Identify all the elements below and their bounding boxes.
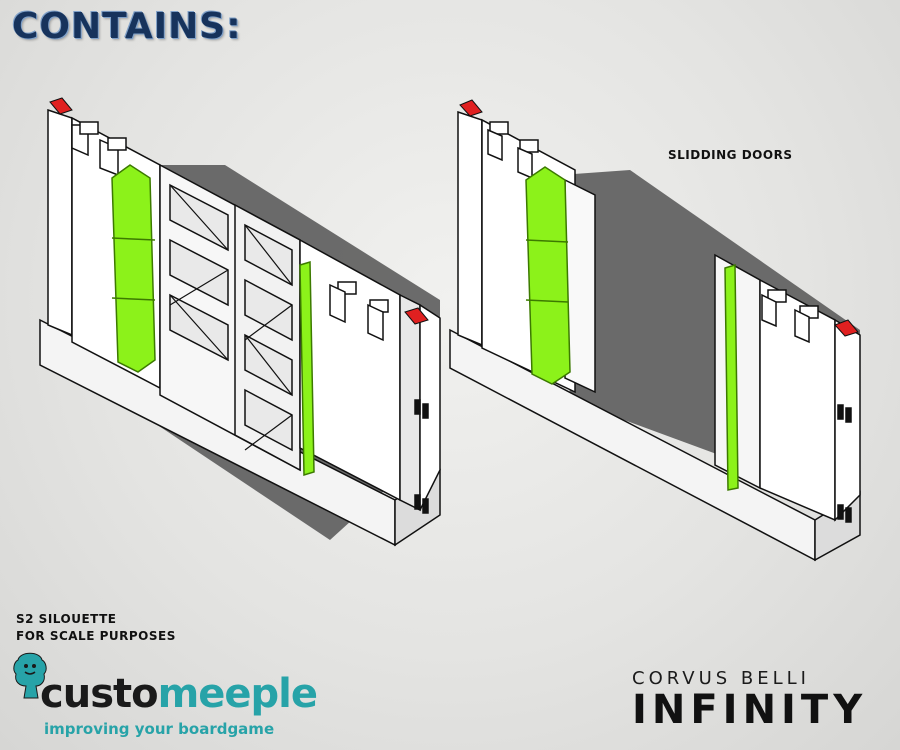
meeple-mascot-icon: [13, 652, 47, 699]
corvus-belli-label: CORVUS BELLI: [632, 668, 810, 689]
left-wall: [39, 108, 441, 547]
customeeple-part-2: meeple: [157, 671, 318, 717]
scale-note-line-2: FOR SCALE PURPOSES: [16, 629, 176, 643]
customeeple-logo: customeeple improving your boardgame: [10, 652, 318, 744]
left-wall-silhouette: [111, 164, 315, 477]
customeeple-tagline: improving your boardgame: [44, 720, 275, 738]
scale-note-line-1: S2 SILOUETTE: [16, 612, 117, 626]
left-wall-cap-1: [49, 97, 73, 115]
infinity-logo: INFINITY: [632, 687, 868, 733]
right-wall-silhouette: [525, 166, 739, 491]
customeeple-part-1: custo: [40, 671, 159, 717]
right-wall-cap-1: [459, 99, 483, 117]
right-wall-cap-2: [834, 319, 859, 337]
page-title: CONTAINS:: [12, 6, 242, 47]
customeeple-wordmark: customeeple: [40, 671, 318, 717]
sliding-doors-label: SLIDDING DOORS: [668, 148, 793, 162]
left-wall-cap-2: [404, 307, 429, 325]
